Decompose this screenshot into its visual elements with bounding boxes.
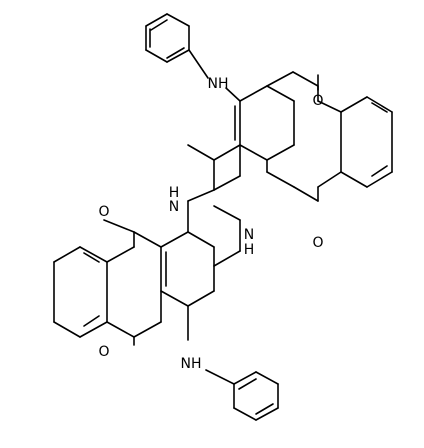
bond (340, 96, 368, 113)
bond (255, 407, 279, 421)
bond (213, 205, 241, 221)
ring-nh-left-n: N (169, 199, 179, 215)
bond (371, 102, 388, 113)
bond (317, 171, 342, 188)
bond (106, 321, 135, 338)
bond (133, 231, 162, 248)
bond (233, 407, 257, 421)
bond (205, 369, 235, 385)
bond (53, 321, 81, 338)
bond (145, 49, 168, 63)
bond (255, 371, 279, 385)
bond (292, 71, 319, 87)
bond (160, 290, 189, 307)
bond (150, 19, 168, 31)
bond (340, 171, 368, 188)
ring-nh-left-h: H (169, 185, 180, 201)
bond (266, 144, 295, 161)
bond (371, 165, 388, 177)
bond (266, 71, 294, 87)
bond (239, 144, 268, 161)
nh-top-label: NH (208, 76, 229, 92)
bond (166, 49, 190, 63)
bond (160, 231, 189, 248)
carbonyl-o-top-left: O (98, 204, 109, 220)
ring-nh-right-n: N (244, 227, 254, 243)
bond (239, 85, 268, 102)
bond (145, 13, 168, 27)
bond (317, 100, 342, 113)
bond (266, 85, 295, 102)
bond (83, 315, 100, 327)
bond (266, 171, 295, 188)
ring-nh-right-h: H (244, 242, 255, 258)
bond (166, 13, 190, 27)
bond (225, 87, 241, 102)
bond (53, 246, 81, 263)
bond (213, 175, 241, 191)
bond (133, 321, 162, 338)
bond (366, 96, 393, 113)
carbonyl-o-bottom-left: O (98, 344, 109, 360)
bond (83, 252, 100, 263)
bond (187, 144, 215, 161)
nh-bottom-label: NH (181, 356, 202, 372)
bond (187, 189, 215, 202)
bond (188, 49, 209, 79)
bond (187, 231, 215, 248)
bond (238, 378, 257, 390)
bond (213, 250, 241, 267)
bond-lines (53, 13, 393, 421)
bond (255, 403, 274, 415)
ring-nh-right-label: N H (244, 227, 255, 258)
bond (79, 246, 108, 263)
carbonyl-o-mid-right: O (312, 235, 323, 251)
bond (233, 371, 257, 385)
bond (366, 171, 393, 188)
bond (166, 47, 185, 59)
bond (79, 321, 108, 338)
bond (187, 290, 215, 307)
bond (213, 144, 241, 161)
bond (293, 186, 319, 202)
bond (106, 246, 135, 263)
bond (103, 219, 135, 233)
carbonyl-o-top-right: O (312, 93, 323, 109)
ring-nh-left-label: H N (169, 185, 180, 215)
